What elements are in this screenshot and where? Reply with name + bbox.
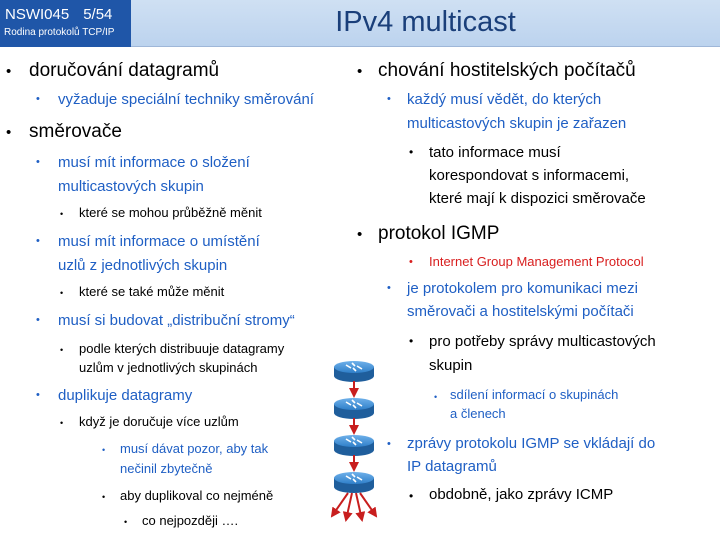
left-item-2-sub-2a: musí mít informace o umístění [58, 233, 260, 250]
bullet-icon: • [409, 334, 414, 348]
left-item-2-sub-2b: uzlů z jednotlivých skupin [58, 257, 228, 274]
bullet-icon: • [36, 314, 40, 326]
right-item-2-detail-a: pro potřeby správy multicastových [429, 333, 656, 350]
right-item-2-sub-b: směrovači a hostitelskými počítači [407, 303, 634, 320]
left-item-2: směrovače [29, 121, 122, 142]
left-item-2-sub-1-detail: které se mohou průběžně měnit [79, 205, 262, 220]
right-item-2-deep-a: sdílení informací o skupinách [450, 387, 619, 402]
router-distribution-diagram [330, 361, 378, 522]
router-icon [334, 398, 374, 419]
left-item-1-sub: vyžaduje speciální techniky směrování [58, 91, 314, 108]
bullet-icon: • [387, 282, 391, 294]
course-info-box: NSWI045 5/54 Rodina protokolů TCP/IP [0, 0, 131, 47]
bullet-icon: • [60, 209, 64, 219]
router-icon [334, 435, 374, 456]
bullet-icon: • [387, 93, 391, 105]
bullet-icon: • [60, 418, 64, 428]
bullet-icon: • [6, 63, 12, 80]
left-item-2-sub-3-detail-b: uzlům v jednotlivých skupinách [79, 360, 258, 375]
router-icon [334, 472, 374, 493]
multicast-fanout-arrows [330, 492, 378, 522]
bullet-icon: • [124, 517, 128, 527]
right-item-2-sub-3-detail: obdobně, jako zprávy ICMP [429, 486, 614, 503]
left-item-2-sub-3: musí si budovat „distribuční stromy“ [58, 312, 295, 329]
right-item-1-detail-b: korespondovat s informacemi, [429, 167, 630, 184]
bullet-icon: • [36, 235, 40, 247]
slide-title: IPv4 multicast [335, 6, 516, 38]
bullet-icon: • [36, 93, 40, 105]
right-item-1-detail-a: tato informace musí [429, 144, 561, 161]
bullet-icon: • [6, 124, 12, 141]
bullet-icon: • [387, 438, 391, 450]
bullet-icon: • [409, 145, 414, 159]
left-item-2-sub-4-detail: když je doručuje více uzlům [79, 414, 239, 429]
bullet-icon: • [36, 389, 40, 401]
left-item-1: doručování datagramů [29, 60, 220, 81]
slide-number: 5/54 [83, 6, 113, 23]
course-code: NSWI045 [5, 6, 70, 23]
bullet-icon: • [357, 226, 363, 243]
right-item-2-sub-3b: IP datagramů [407, 458, 497, 475]
bullet-icon: • [409, 489, 414, 503]
right-item-1-sub-b: multicastových skupin je zařazen [407, 115, 627, 132]
bullet-icon: • [357, 63, 363, 80]
bullet-icon: • [102, 492, 106, 502]
right-item-1: chování hostitelských počítačů [378, 60, 636, 81]
bullet-icon: • [60, 288, 64, 298]
igmp-full-name: Internet Group Management Protocol [429, 254, 644, 269]
left-item-2-sub-4: duplikuje datagramy [58, 387, 193, 404]
left-item-2-sub-3-detail-a: podle kterých distribuuje datagramy [79, 341, 285, 356]
right-item-2-deep-b: a členech [450, 406, 506, 421]
right-item-2-detail-b: skupin [429, 357, 473, 374]
slide-header: NSWI045 5/54 Rodina protokolů TCP/IP IPv4… [0, 0, 720, 47]
router-icon [334, 361, 374, 382]
right-item-1-sub-a: každý musí vědět, do kterých [407, 91, 602, 108]
bullet-icon: • [102, 445, 106, 455]
left-item-2-sub-2-detail: které se také může měnit [79, 284, 225, 299]
left-item-2-sub-4-deeper: aby duplikoval co nejméně [120, 488, 274, 503]
left-item-2-sub-4-deepest: co nejpozději …. [142, 513, 239, 528]
left-item-2-sub-4-deep-a: musí dávat pozor, aby tak [120, 441, 269, 456]
right-item-1-detail-c: které mají k dispozici směrovače [429, 190, 646, 207]
bullet-icon: • [36, 156, 40, 168]
bullet-icon: • [60, 345, 64, 355]
left-item-2-sub-1a: musí mít informace o složení [58, 154, 250, 171]
course-name: Rodina protokolů TCP/IP [4, 27, 115, 38]
left-item-2-sub-4-deep-b: nečinil zbytečně [120, 461, 213, 476]
bullet-icon: • [409, 256, 413, 268]
right-item-2: protokol IGMP [378, 223, 500, 244]
bullet-icon: • [434, 392, 438, 402]
left-item-2-sub-1b: multicastových skupin [58, 178, 204, 195]
right-item-2-sub-a: je protokolem pro komunikaci mezi [407, 280, 638, 297]
course-line: NSWI045 5/54 [5, 6, 112, 23]
right-item-2-sub-3a: zprávy protokolu IGMP se vkládají do [407, 435, 656, 452]
